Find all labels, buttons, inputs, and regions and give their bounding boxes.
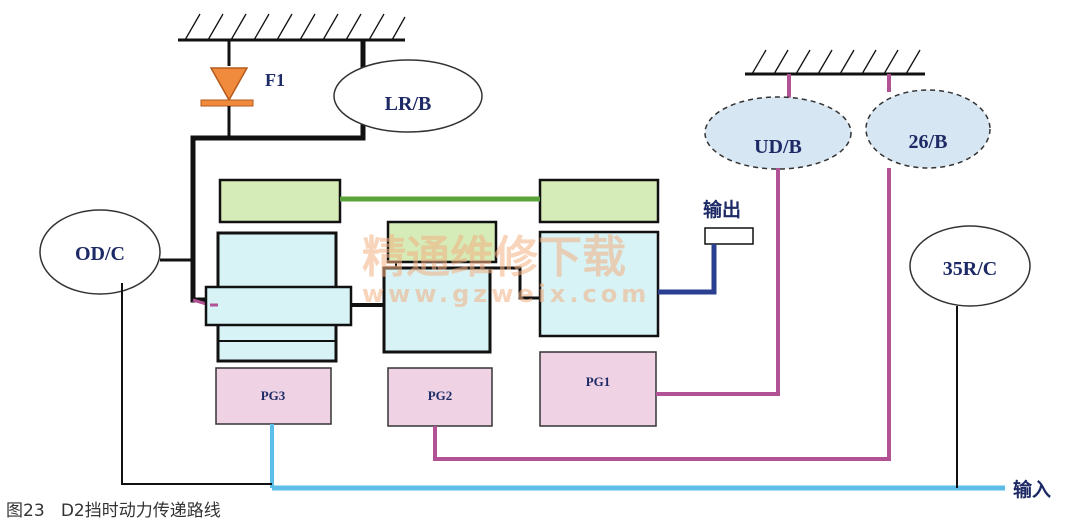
odc-label: OD/C [75,243,125,265]
watermark-url: www.gzweix.com [362,280,650,308]
figure-caption: 图23 D2挡时动力传递路线 [6,501,221,521]
pg2-box: PG2 [387,367,493,427]
b26-magenta-path [433,168,891,461]
udb-magenta-path [656,168,780,396]
input-label: 输入 [1013,478,1051,501]
lrb-brake: LR/B [333,59,483,133]
odc-clutch: OD/C [39,209,161,295]
lrb-label: LR/B [385,93,432,115]
ring-gear-left-box [218,178,342,224]
udb-brake: UD/B [704,96,852,170]
f1-label: F1 [265,70,285,90]
output-shaft-box [704,227,754,245]
odc-link [121,283,272,485]
ring-gear-right-box [538,178,660,224]
watermark-cn: 精通维修下载 [362,232,626,283]
r35c-clutch: 35R/C [909,225,1031,307]
f1-diode-icon [209,67,249,102]
b26-brake: 26/B [865,89,991,169]
r35c-label: 35R/C [943,258,997,280]
pg1-label: PG1 [586,374,611,389]
b26-label: 26/B [909,131,948,153]
pg3-assembly [204,231,353,363]
output-path [658,244,717,295]
pg2-gear-box [382,266,492,354]
udb-label: UD/B [754,136,802,158]
output-label: 输出 [703,198,741,221]
pg1-gear-box [538,230,660,338]
pg2-ring-box [386,220,498,264]
ground-top-left [178,13,406,42]
pg3-box: PG3 [215,367,332,425]
pg3-label: PG3 [261,388,286,403]
pg1-box: PG1 [539,351,657,427]
pg2-label: PG2 [428,388,453,403]
ground-top-right [745,49,925,76]
